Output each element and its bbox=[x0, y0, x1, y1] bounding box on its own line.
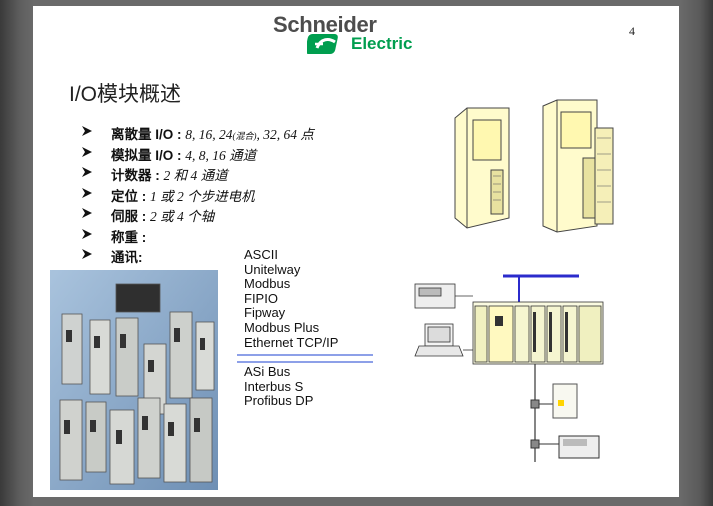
arrowhead-bullet-icon bbox=[82, 187, 92, 198]
slide: Schneider Electric 4 I/O模块概述 离散量 I/O : 8… bbox=[33, 6, 679, 497]
slide-title: I/O模块概述 bbox=[69, 83, 182, 106]
arrowhead-bullet-icon bbox=[82, 249, 92, 259]
field-bus-item: ASi Bus bbox=[244, 364, 291, 379]
plc-network-diagram bbox=[414, 274, 604, 462]
bullet-value: 8, 16, 24 bbox=[185, 127, 233, 142]
network-item: Modbus Plus bbox=[244, 319, 320, 335]
arrowhead-bullet-icon bbox=[82, 228, 92, 239]
bullet-value: 2 或 4 个轴 bbox=[150, 209, 215, 224]
servo-drive-photo bbox=[50, 270, 218, 490]
bullet-note: (混合) bbox=[232, 131, 257, 141]
brand-subname: Electric bbox=[351, 34, 413, 53]
field-bus-item: Interbus S bbox=[244, 378, 304, 394]
bullet-label: 伺服 : bbox=[111, 209, 147, 224]
bullet-value: 1 或 2 个步进电机 bbox=[150, 188, 255, 204]
bullet-label: 计数器 : bbox=[111, 168, 160, 183]
network-item: FIPIO bbox=[244, 290, 278, 306]
schneider-logo-icon bbox=[307, 34, 338, 54]
bullet-label: 定位 : bbox=[111, 188, 147, 204]
arrowhead-bullet-icon bbox=[82, 167, 92, 177]
network-item: Unitelway bbox=[244, 261, 301, 277]
bullet-label: 通讯: bbox=[111, 250, 143, 265]
bullet-value: 2 和 4 通道 bbox=[163, 168, 228, 183]
brand-name: Schneider bbox=[273, 12, 377, 37]
bullet-value-cont: , 32, 64 点 bbox=[256, 127, 314, 142]
network-item: Ethernet TCP/IP bbox=[244, 334, 339, 350]
arrowhead-bullet-icon bbox=[82, 146, 92, 157]
bullet-label: 模拟量 I/O : bbox=[111, 147, 182, 163]
page-number: 4 bbox=[629, 24, 635, 38]
arrowhead-bullet-icon bbox=[82, 208, 92, 218]
field-bus-item: Profibus DP bbox=[244, 393, 314, 409]
arrowhead-bullet-icon bbox=[82, 126, 92, 136]
network-item: ASCII bbox=[244, 247, 278, 262]
io-module-illustration bbox=[454, 99, 614, 233]
separator-line bbox=[237, 354, 373, 363]
network-item: Modbus bbox=[244, 276, 291, 292]
bullet-value: 4, 8, 16 通道 bbox=[185, 147, 257, 163]
schneider-logo: Schneider Electric bbox=[273, 12, 443, 56]
bullet-label: 离散量 I/O : bbox=[111, 127, 182, 142]
network-item: Fipway bbox=[244, 305, 286, 321]
bullet-label: 称重 : bbox=[111, 229, 147, 245]
network-list: ASCII Unitelway Modbus FIPIO Fipway Modb… bbox=[244, 247, 339, 350]
field-bus-list: ASi Bus Interbus S Profibus DP bbox=[244, 364, 314, 409]
